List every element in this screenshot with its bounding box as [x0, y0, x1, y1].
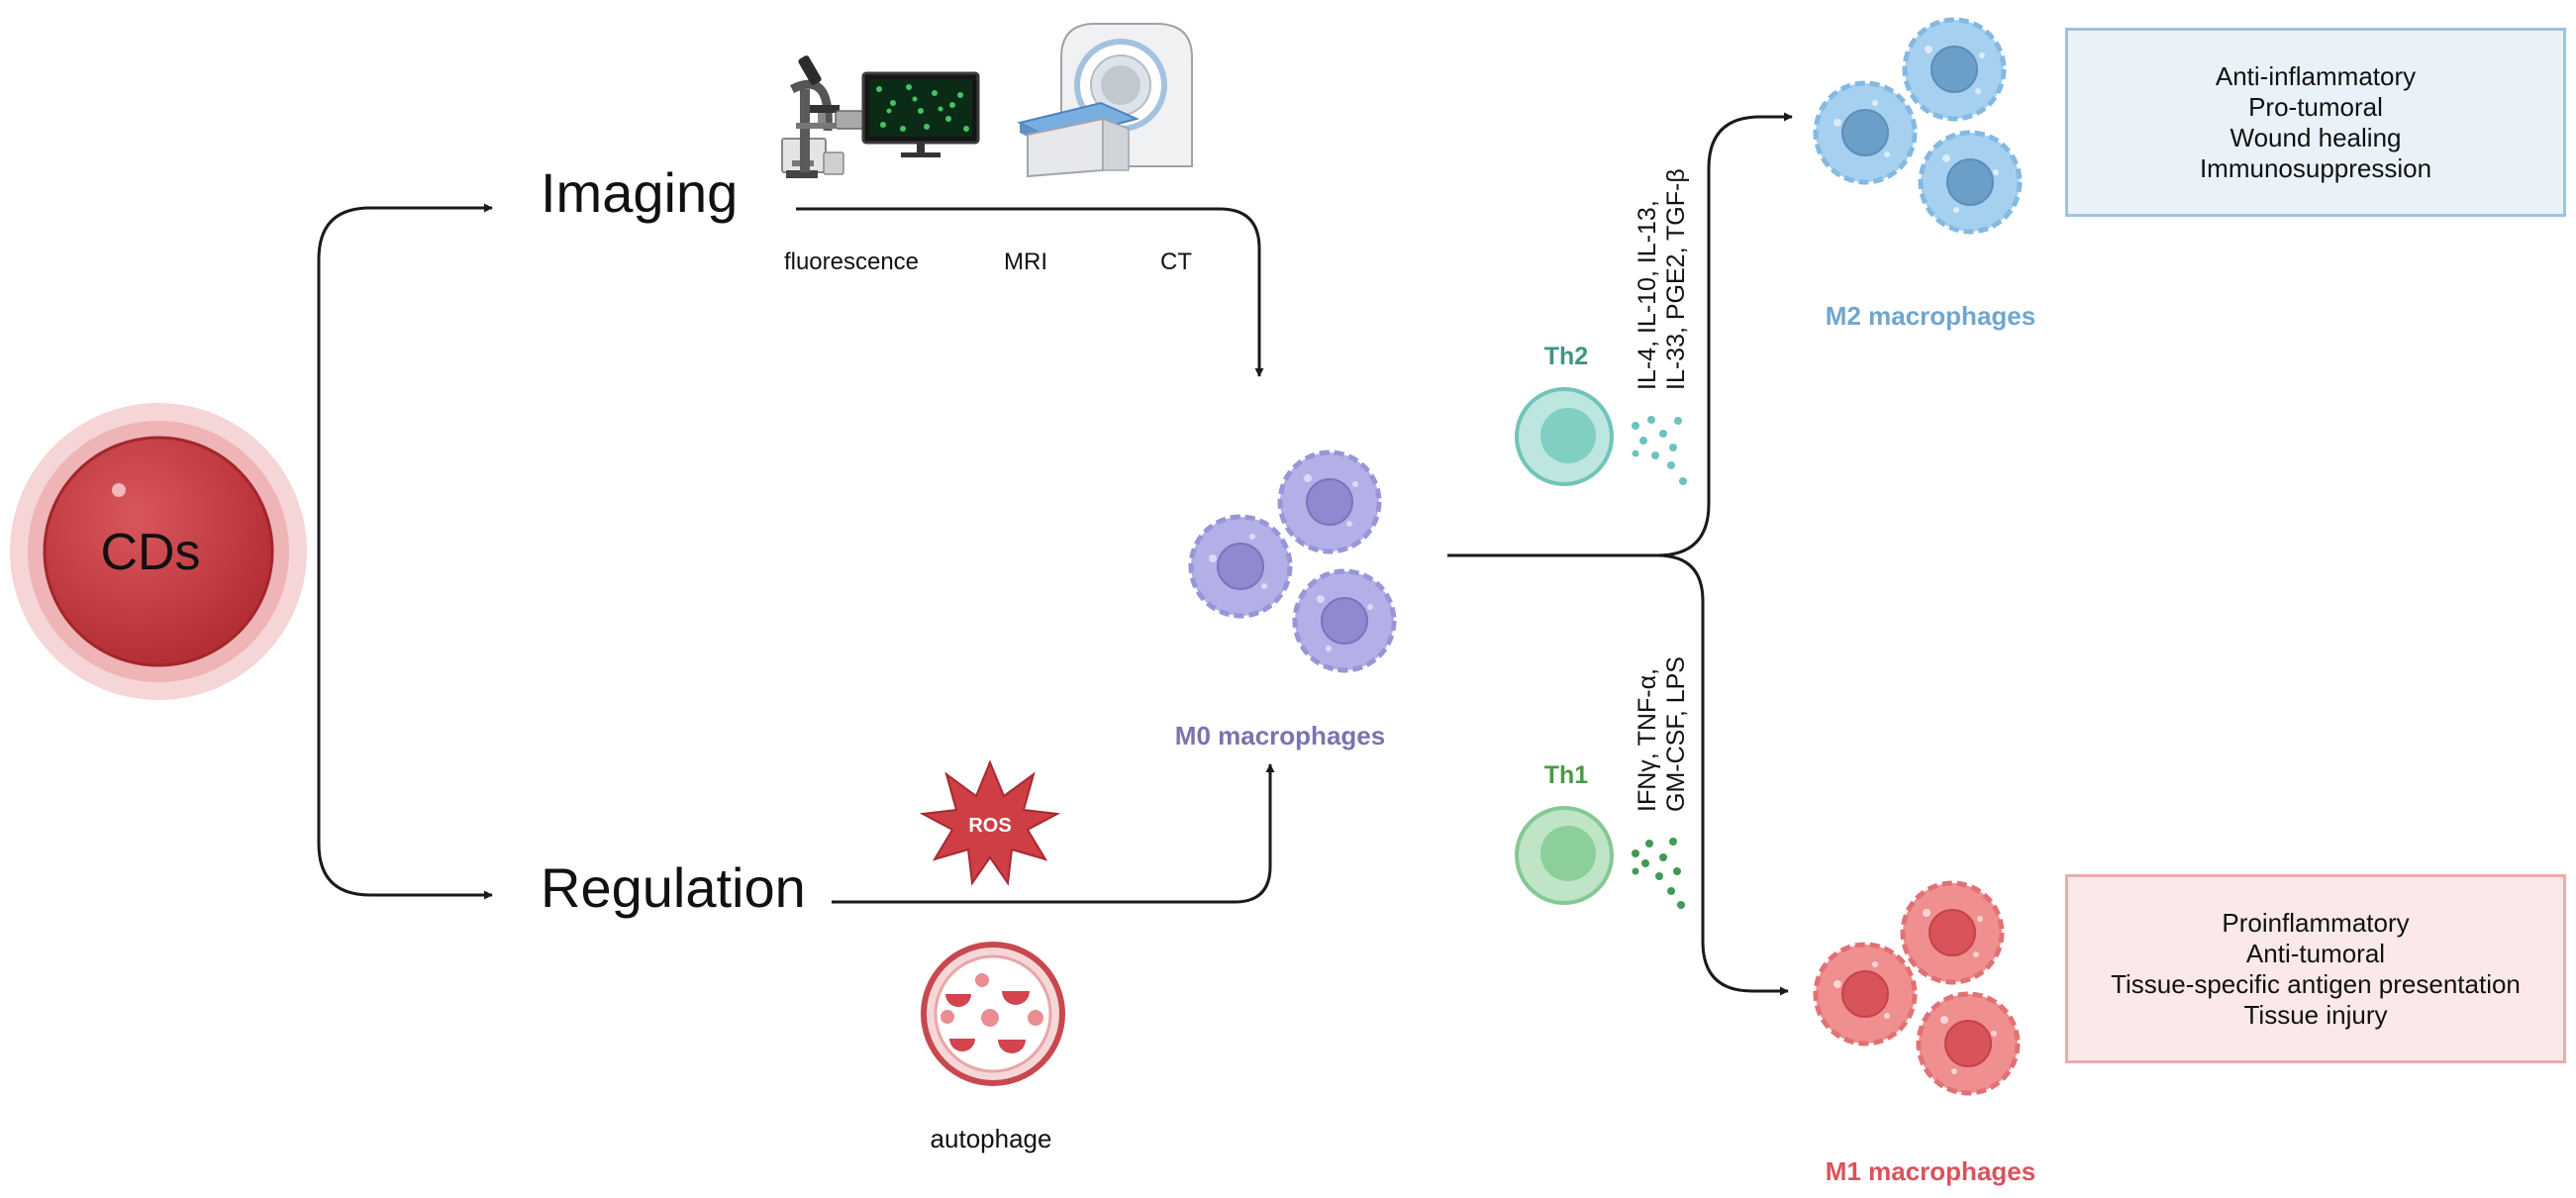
th1-cytokine-dots-icon [1632, 838, 1685, 909]
autophagosome-icon [921, 942, 1065, 1086]
m0-to-m1-arrow [1656, 553, 1789, 996]
mri-label: MRI [1004, 249, 1047, 275]
th2-label: Th2 [1544, 343, 1588, 370]
th1-cytokines: IFNγ, TNF-α, GM-CSF, LPS [1634, 656, 1690, 812]
regulation-to-m0-arrow [832, 763, 1275, 904]
cds-to-imaging-arrow [317, 203, 493, 571]
fluorescence-label: fluorescence [784, 249, 919, 275]
m2-label: M2 macrophages [1826, 301, 2035, 331]
macrophage-cell-icon [1813, 942, 1918, 1047]
th1-label: Th1 [1544, 761, 1589, 789]
th2-cytokines: IL-4, IL-10, IL-13, IL-33, PGE2, TGF-β [1634, 168, 1690, 390]
m1-property: Tissue-specific antigen presentation [2111, 968, 2521, 999]
macrophage-cell-icon [1292, 568, 1397, 673]
m1-macrophage-cluster [1813, 880, 2021, 1096]
macrophage-cell-icon [1277, 449, 1382, 554]
macrophage-cell-icon [1900, 880, 2005, 985]
th2-cytokines-line1: IL-4, IL-10, IL-13, [1634, 200, 1661, 390]
th1-cytokines-line2: GM-CSF, LPS [1662, 656, 1690, 812]
microscope-icon [781, 55, 864, 178]
m2-property: Pro-tumoral [2248, 91, 2383, 122]
m1-property: Tissue injury [2243, 999, 2388, 1030]
m0-label: M0 macrophages [1175, 721, 1385, 750]
m1-property: Proinflammatory [2222, 907, 2410, 938]
imaging-method-labels: fluorescence MRI CT [784, 249, 1192, 275]
th2-cytokine-dots-icon [1632, 416, 1687, 485]
ros-burst-icon: ROS [919, 759, 1061, 886]
m2-macrophage-cluster [1813, 17, 2023, 235]
m0-to-m2-arrow [1447, 112, 1793, 557]
th1-t-cell-icon [1515, 806, 1614, 905]
macrophage-cell-icon [1916, 991, 2021, 1096]
imaging-to-m0-arrow [796, 207, 1264, 377]
m1-property: Anti-tumoral [2245, 938, 2386, 968]
cds-to-regulation-arrow [317, 571, 493, 900]
macrophage-cell-icon [1813, 80, 1918, 185]
macrophage-cell-icon [1188, 514, 1293, 619]
imaging-title: Imaging [541, 161, 738, 224]
m2-property: Anti-inflammatory [2215, 60, 2417, 91]
autophage-label: autophage [931, 1124, 1052, 1153]
m2-properties-box: Anti-inflammatory Pro-tumoral Wound heal… [2065, 28, 2566, 217]
th2-t-cell-icon [1515, 387, 1614, 486]
ros-label: ROS [968, 815, 1011, 837]
m1-label: M1 macrophages [1826, 1156, 2035, 1186]
m2-property: Immunosuppression [2199, 152, 2432, 183]
ct-label: CT [1160, 249, 1192, 275]
cds-particle: CDs [10, 403, 307, 700]
m0-macrophage-cluster [1188, 449, 1397, 673]
m1-properties-box: Proinflammatory Anti-tumoral Tissue-spec… [2065, 874, 2566, 1063]
regulation-title: Regulation [541, 856, 806, 919]
mri-scanner-icon [1017, 23, 1193, 178]
th2-cytokines-line2: IL-33, PGE2, TGF-β [1662, 168, 1690, 390]
th1-cytokines-line1: IFNγ, TNF-α, [1634, 668, 1661, 812]
macrophage-cell-icon [1918, 130, 2023, 235]
fluorescence-monitor-icon [861, 71, 980, 157]
cds-label: CDs [100, 524, 200, 581]
connectors [317, 112, 1793, 996]
m2-property: Wound healing [2229, 122, 2402, 152]
macrophage-cell-icon [1902, 17, 2007, 122]
